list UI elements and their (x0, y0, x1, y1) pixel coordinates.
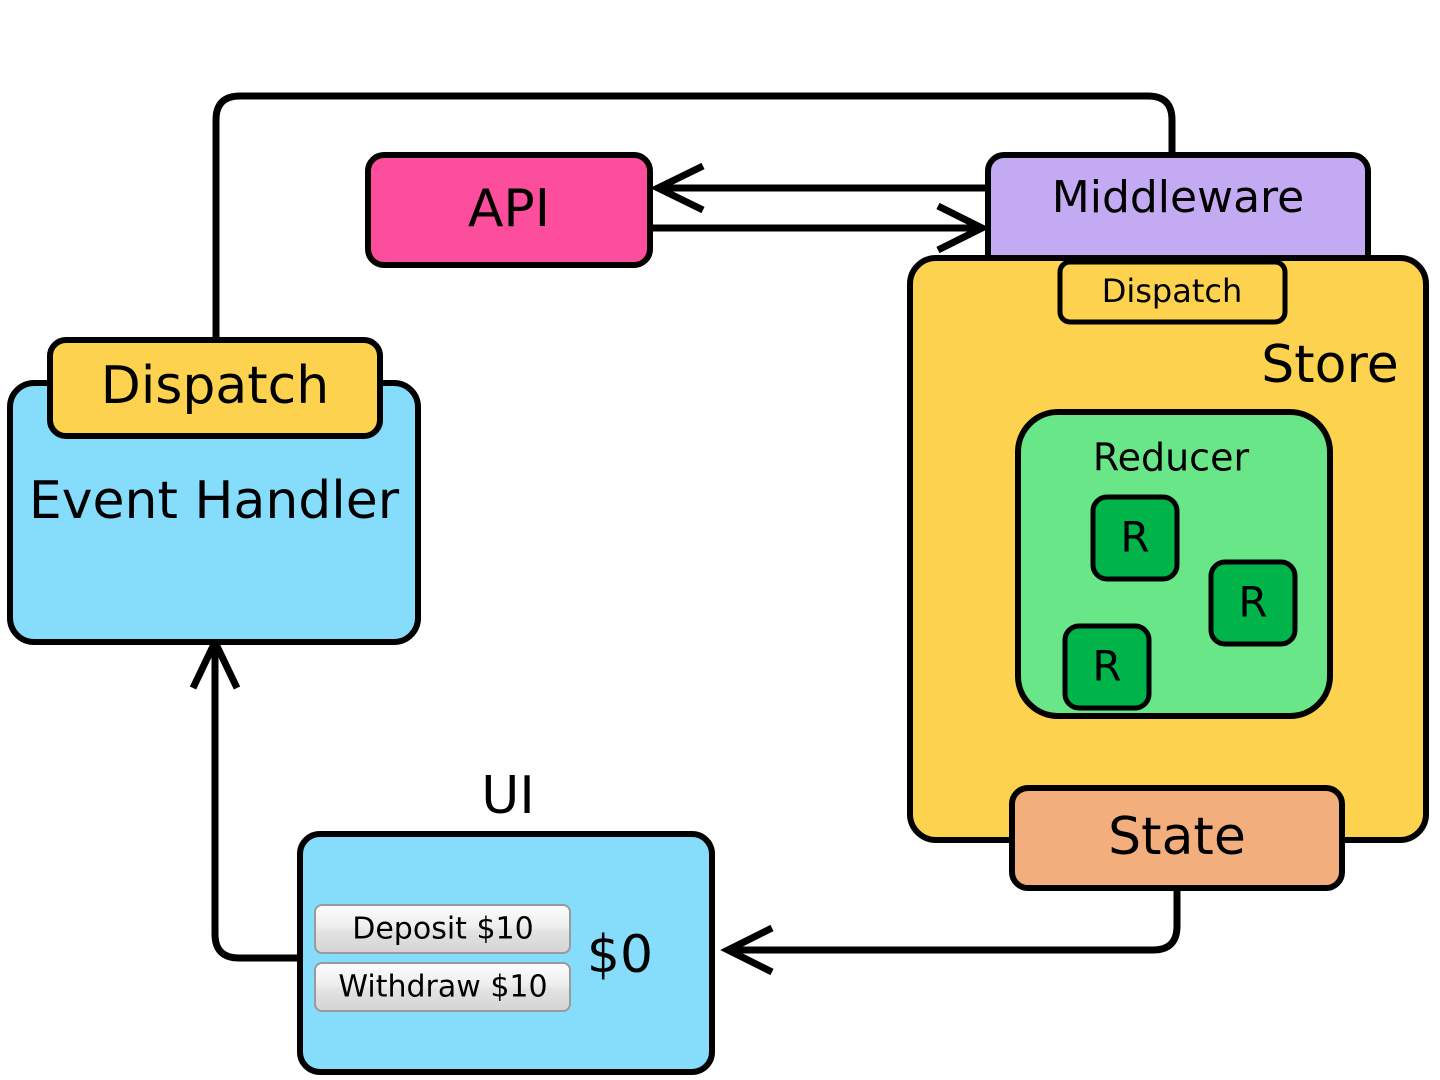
reducer-chip[interactable]: R (1062, 623, 1152, 711)
edge-state-to-ui (720, 888, 1181, 976)
node-handler-dispatch[interactable]: Dispatch (47, 337, 383, 439)
event-handler-label: Event Handler (29, 471, 400, 531)
reducer-label: Reducer (1093, 436, 1250, 480)
middleware-label: Middleware (1052, 172, 1304, 223)
withdraw-button[interactable]: Withdraw $10 (314, 962, 571, 1012)
edge-dispatch-to-middleware (212, 92, 1176, 355)
reducer-chip-label: R (1238, 578, 1267, 627)
reducer-chip-label: R (1092, 642, 1121, 691)
edge-api-to-middleware (650, 202, 990, 254)
edge-ui-to-event-handler (189, 633, 300, 962)
deposit-button[interactable]: Deposit $10 (314, 904, 571, 954)
handler-dispatch-label: Dispatch (101, 356, 329, 416)
ui-balance: $0 (587, 925, 653, 985)
node-event-handler[interactable]: Event Handler (7, 380, 421, 645)
deposit-button-label: Deposit $10 (352, 912, 533, 947)
node-state[interactable]: State (1009, 785, 1345, 891)
node-api[interactable]: API (365, 152, 653, 268)
node-ui[interactable]: Deposit $10 Withdraw $10 $0 (297, 831, 715, 1075)
store-dispatch-label: Dispatch (1102, 272, 1243, 310)
withdraw-button-label: Withdraw $10 (338, 970, 547, 1005)
reducer-chip[interactable]: R (1090, 494, 1180, 582)
state-label: State (1108, 807, 1246, 867)
reducer-chip[interactable]: R (1208, 559, 1298, 647)
api-label: API (468, 179, 550, 239)
reducer-chip-label: R (1120, 513, 1149, 562)
node-store-dispatch[interactable]: Dispatch (1057, 259, 1288, 325)
node-reducer[interactable]: Reducer R R R (1015, 409, 1333, 719)
store-label: Store (1261, 335, 1398, 395)
ui-caption: UI (481, 766, 534, 826)
edge-middleware-to-api (650, 162, 988, 214)
